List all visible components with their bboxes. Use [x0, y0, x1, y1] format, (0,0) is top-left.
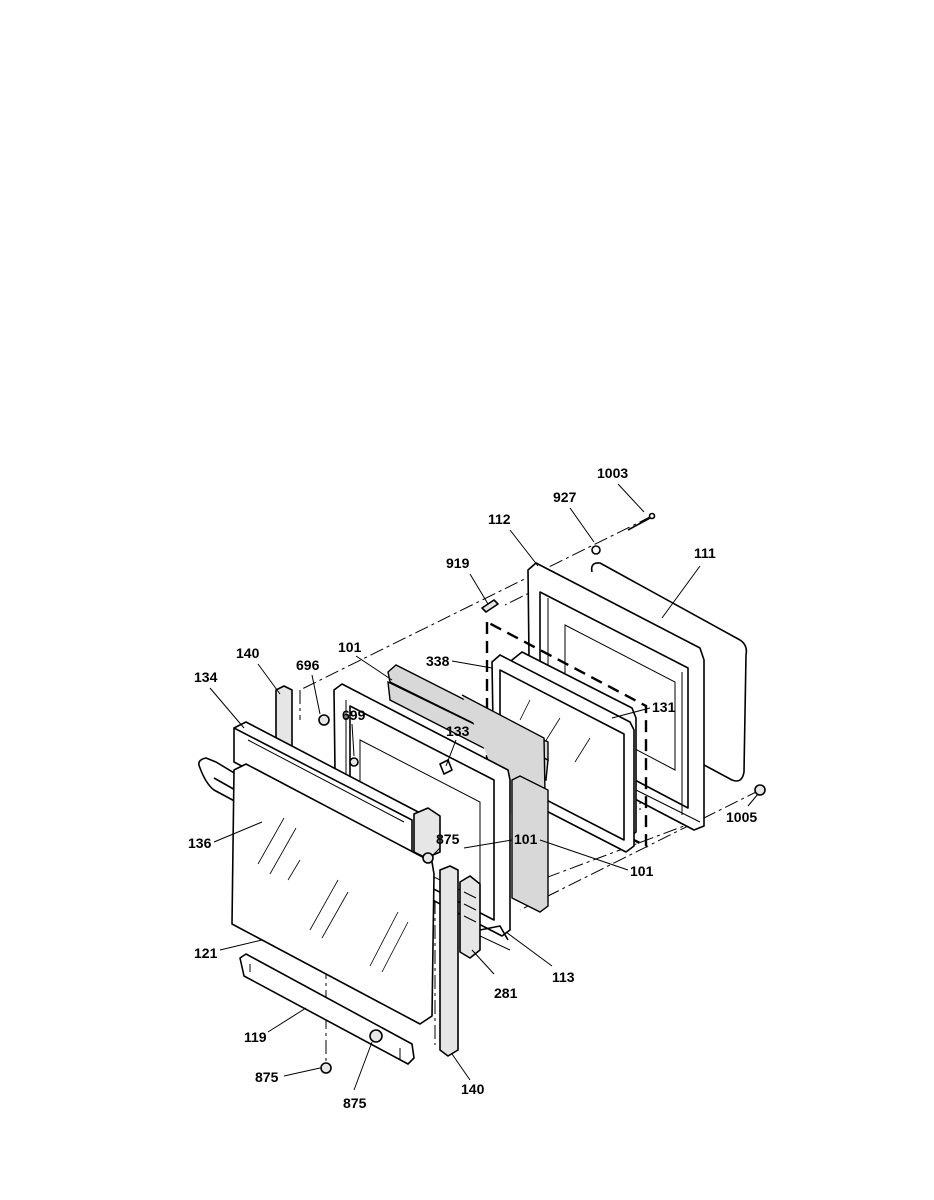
label-133: 133: [446, 723, 470, 739]
vent-trim-134: [233, 721, 441, 859]
screw-875-mid: [422, 852, 434, 864]
label-875-left: 875: [255, 1069, 279, 1085]
label-131: 131: [652, 699, 676, 715]
label-1005: 1005: [726, 809, 757, 825]
label-927: 927: [553, 489, 577, 505]
side-trim-140-bottom: [439, 865, 459, 1057]
pin-919: [481, 599, 499, 613]
label-101-top: 101: [338, 639, 362, 655]
label-136: 136: [188, 835, 212, 851]
part-labels: 1003 927 112 111 919 338 131 140 696 101…: [188, 465, 757, 1111]
label-875-bottom: 875: [343, 1095, 367, 1111]
screw-1005: [754, 784, 766, 796]
hardware: [318, 512, 766, 1074]
clip-133: [439, 759, 453, 775]
pin-1003: [648, 512, 656, 520]
label-699: 699: [342, 707, 366, 723]
screw-696: [318, 714, 330, 726]
screw-875-bottom: [369, 1029, 383, 1043]
washer-927: [591, 545, 601, 555]
label-281: 281: [494, 985, 518, 1001]
door-gasket-111: [590, 562, 748, 782]
screw-875-left: [320, 1062, 332, 1074]
label-113: 113: [552, 969, 575, 985]
label-1003: 1003: [597, 465, 628, 481]
outer-door-glass-121: [231, 763, 435, 1025]
label-140-top: 140: [236, 645, 260, 661]
label-875-mid: 875: [436, 831, 460, 847]
screw-699: [349, 757, 359, 767]
leader-lines: [209, 483, 759, 1091]
label-919: 919: [446, 555, 470, 571]
label-696: 696: [296, 657, 320, 673]
hinge-281: [459, 875, 509, 959]
label-101-mid: 101: [514, 831, 538, 847]
label-101-right: 101: [630, 863, 654, 879]
label-111: 111: [694, 545, 716, 561]
label-119: 119: [244, 1029, 267, 1045]
label-140-bottom: 140: [461, 1081, 485, 1097]
label-112: 112: [488, 511, 511, 527]
label-134: 134: [194, 669, 218, 685]
label-338: 338: [426, 653, 450, 669]
label-121: 121: [194, 945, 218, 961]
